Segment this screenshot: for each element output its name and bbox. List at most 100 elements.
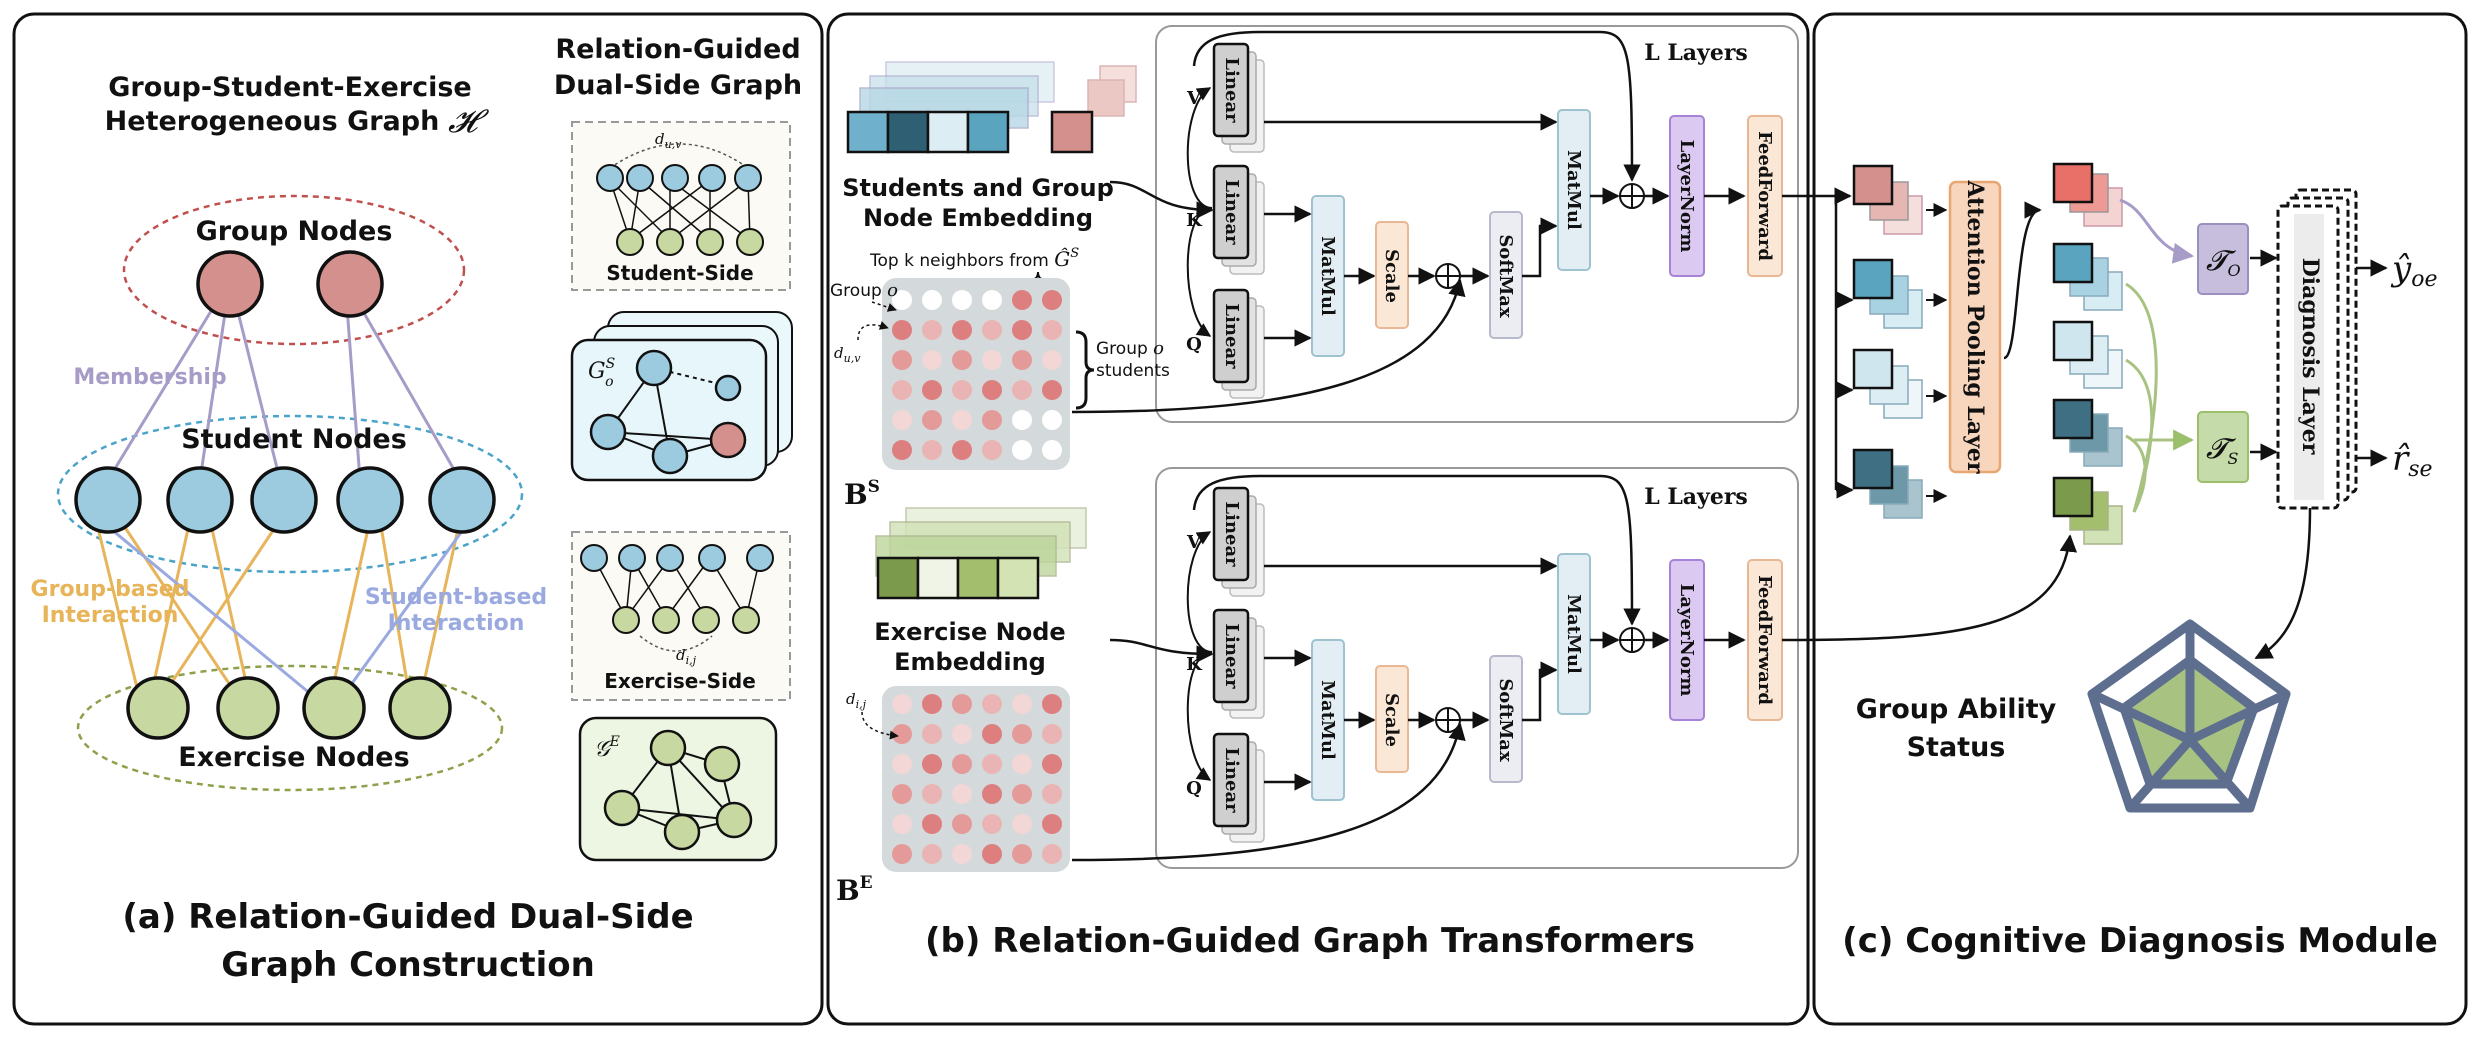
- matrix-cell: [952, 290, 972, 310]
- layernorm-label: LayerNorm: [1676, 584, 1697, 697]
- exercise-node: [126, 676, 190, 740]
- student-nodes-label: Student Nodes: [181, 424, 407, 455]
- matrix-cell: [1012, 784, 1032, 804]
- linear-label: Linear: [1221, 303, 1242, 369]
- student-interaction-edge-1: [99, 518, 319, 702]
- student-node: [166, 466, 234, 534]
- q-label: Q: [1186, 778, 1202, 799]
- linear-label: Linear: [1221, 747, 1242, 813]
- membership-label: Membership: [73, 365, 226, 390]
- bs-duv: du,v: [834, 344, 861, 365]
- ability-label-1: Group Ability: [1856, 694, 2057, 725]
- matrix-cell: [952, 724, 972, 744]
- matrix-cell: [1042, 410, 1062, 430]
- panel-a-frame: [12, 12, 824, 1026]
- softmax-label: SoftMax: [1495, 678, 1516, 762]
- matrix-cell: [922, 844, 942, 864]
- matrix-cell: [1042, 694, 1062, 714]
- matrix-cell: [892, 724, 912, 744]
- matrix-cell: [982, 724, 1002, 744]
- r-se-output: r̂se: [2392, 439, 2433, 482]
- matrix-cell: [982, 350, 1002, 370]
- matrix-cell: [952, 380, 972, 400]
- feedforward-label: FeedForward: [1754, 131, 1775, 261]
- dual-graph-title-1: Relation-Guided: [555, 34, 800, 65]
- matrix-cell: [982, 290, 1002, 310]
- t-o-box: [2197, 223, 2249, 295]
- matrix-cell: [1042, 814, 1062, 834]
- topk-label: Top k neighbors from ĜS: [869, 246, 1079, 271]
- matrix-cell: [982, 320, 1002, 340]
- scale-label: Scale: [1381, 693, 1402, 747]
- matrix-cell: [1012, 410, 1032, 430]
- attention-pooling-label: Attention Pooling Layer: [1962, 180, 1988, 474]
- exercise-nodes-label: Exercise Nodes: [178, 742, 409, 773]
- matrix-cell: [922, 350, 942, 370]
- student-node: [336, 466, 404, 534]
- matrix-cell: [892, 410, 912, 430]
- linear-block: [1212, 608, 1250, 704]
- matrix-cell: [952, 320, 972, 340]
- matrix-cell: [922, 290, 942, 310]
- matrix-cell: [1012, 724, 1032, 744]
- group-ability-embeddings: [1852, 164, 1923, 519]
- matrix-cell: [982, 754, 1002, 774]
- matrix-cell: [1012, 814, 1032, 834]
- matrix-cell: [1042, 380, 1062, 400]
- group-interaction-label-2: Interaction: [42, 603, 179, 628]
- exercise-node: [388, 676, 452, 740]
- ability-label-2: Status: [1907, 732, 2006, 763]
- matrix-cell: [1012, 844, 1032, 864]
- group-nodes-label: Group Nodes: [196, 216, 393, 247]
- exercise-side-label: Exercise-Side: [604, 669, 756, 693]
- matrix-cell: [1042, 290, 1062, 310]
- t-s-box: [2197, 411, 2249, 483]
- student-side-label: Student-Side: [606, 261, 753, 285]
- sg-embed-label-1: Students and Group: [842, 174, 1114, 202]
- matrix-cell: [892, 814, 912, 834]
- linear-block: [1212, 732, 1250, 828]
- matrix-cell: [892, 754, 912, 774]
- matrix-cell: [1012, 320, 1032, 340]
- scale-label: Scale: [1381, 249, 1402, 303]
- group-node: [316, 250, 384, 318]
- matrix-cell: [952, 844, 972, 864]
- matrix-cell: [982, 814, 1002, 834]
- l-layers-top: L Layers: [1644, 40, 1748, 66]
- diagnosis-layer-label: Diagnosis Layer: [2297, 258, 2323, 455]
- matrix-cell: [982, 380, 1002, 400]
- exercise-side-dij: di,j: [676, 646, 697, 667]
- matrix-cell: [892, 350, 912, 370]
- sg-embed-label-2: Node Embedding: [863, 204, 1093, 232]
- matmul-label: MatMul: [1317, 236, 1338, 316]
- matrix-cell: [982, 844, 1002, 864]
- student-interaction-label-2: Interaction: [388, 611, 525, 636]
- be-matrix: [882, 686, 1070, 872]
- matrix-cell: [922, 410, 942, 430]
- linear-block: [1212, 288, 1250, 384]
- exercise-node: [302, 676, 366, 740]
- matrix-cell: [922, 784, 942, 804]
- panel-a-caption-2: Graph Construction: [221, 945, 595, 985]
- matrix-cell: [952, 814, 972, 834]
- group-o-label: Group o: [830, 280, 898, 301]
- softmax-label: SoftMax: [1495, 234, 1516, 318]
- matrix-cell: [892, 694, 912, 714]
- feedforward-label: FeedForward: [1754, 575, 1775, 705]
- panel-c: Attention Pooling Layer: [1781, 162, 2438, 961]
- exercise-node: [216, 676, 280, 740]
- group-embedding: [1050, 110, 1094, 154]
- exercise-nodes-ellipse: [76, 664, 504, 792]
- matrix-cell: [1012, 290, 1032, 310]
- matrix-cell: [952, 440, 972, 460]
- group-interaction-edges: [94, 519, 462, 701]
- matrix-cell: [1012, 694, 1032, 714]
- matrix-cell: [922, 694, 942, 714]
- matmul-label: MatMul: [1563, 150, 1584, 230]
- matrix-cell: [1042, 754, 1062, 774]
- matrix-cell: [892, 290, 912, 310]
- linear-label: Linear: [1221, 501, 1242, 567]
- matmul-block: [1557, 553, 1591, 715]
